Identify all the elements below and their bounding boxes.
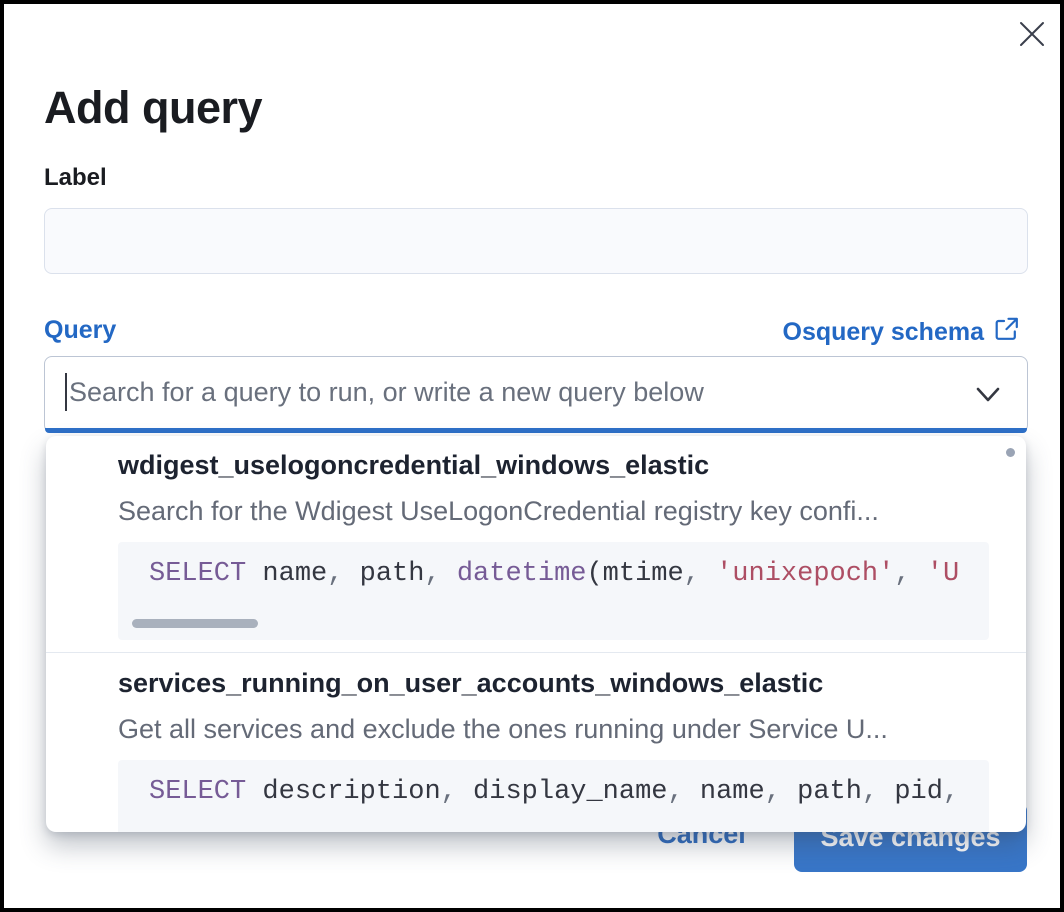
external-link-icon [994,316,1020,349]
page-title: Add query [44,82,263,134]
sql-code-line: SELECT name, path, datetime(mtime, 'unix… [149,559,960,589]
close-icon [1018,22,1046,51]
suggestion-option-title[interactable]: services_running_on_user_accounts_window… [118,668,824,698]
horizontal-scrollbar-thumb[interactable] [132,619,258,628]
suggestion-option-code-block[interactable]: SELECT description, display_name, name, … [118,760,989,832]
query-search-input[interactable]: Search for a query to run, or write a ne… [65,357,957,427]
query-search-combobox[interactable]: Search for a query to run, or write a ne… [44,356,1028,433]
close-button[interactable] [1018,20,1046,48]
sql-code-line: SELECT description, display_name, name, … [149,777,960,807]
chevron-down-icon[interactable] [971,383,1005,412]
suggestion-option-description: Get all services and exclude the ones ru… [118,714,888,744]
label-input[interactable] [44,208,1028,274]
suggestion-option-description: Search for the Wdigest UseLogonCredentia… [118,496,879,526]
vertical-scrollbar-thumb[interactable] [1006,448,1015,457]
suggestion-option-code-block[interactable]: SELECT name, path, datetime(mtime, 'unix… [118,542,989,640]
suggestion-option-title[interactable]: wdigest_uselogoncredential_windows_elast… [118,450,710,480]
label-field-label: Label [44,164,107,191]
osquery-schema-link[interactable]: Osquery schema [783,316,1021,349]
query-suggestions-panel: wdigest_uselogoncredential_windows_elast… [46,436,1026,832]
query-field-label: Query [44,316,117,344]
option-divider [46,652,1026,653]
query-search-placeholder: Search for a query to run, or write a ne… [69,376,704,407]
text-cursor [65,373,67,411]
osquery-schema-link-label: Osquery schema [782,318,985,346]
input-focus-underline [45,428,1027,433]
